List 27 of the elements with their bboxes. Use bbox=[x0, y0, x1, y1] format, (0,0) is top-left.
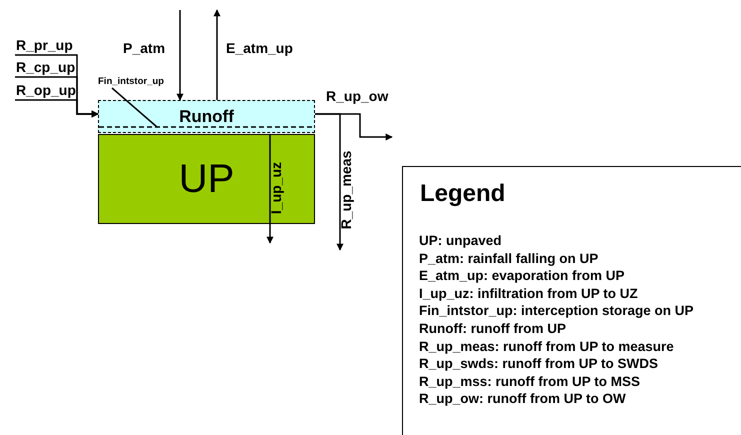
legend-entry: R_up_meas: runoff from UP to measure bbox=[419, 338, 674, 355]
edge-label: P_atm bbox=[123, 40, 166, 56]
inflow-arrow bbox=[176, 10, 184, 101]
legend-entry: E_atm_up: evaporation from UP bbox=[419, 268, 625, 284]
edge-label: I_up_uz bbox=[268, 162, 284, 214]
leader-line bbox=[112, 87, 158, 128]
legend-entry: I_up_uz: infiltration from UP to UZ bbox=[419, 286, 638, 302]
runoff-box: Runoff bbox=[98, 100, 315, 133]
outflow-arrow bbox=[214, 9, 220, 100]
legend-entry: UP: unpaved bbox=[419, 233, 502, 249]
edge-label: R_pr_up bbox=[16, 37, 73, 53]
legend-entry: Runoff: runoff from UP bbox=[419, 321, 566, 337]
edge-label: R_op_up bbox=[16, 82, 76, 98]
arrow bbox=[15, 99, 99, 118]
legend-entry: P_atm: rainfall falling on UP bbox=[419, 250, 598, 267]
edge-label: R_cp_up bbox=[16, 59, 76, 75]
arrow bbox=[266, 134, 274, 244]
legend-entry: R_up_ow: runoff from UP to OW bbox=[419, 391, 626, 408]
storage-label: Fin_intstor_up bbox=[86, 74, 176, 88]
edge-label: E_atm_up bbox=[226, 40, 293, 56]
edge-label: R_up_ow bbox=[326, 88, 388, 104]
arrow bbox=[315, 113, 393, 140]
legend-title: Legend bbox=[420, 180, 506, 208]
legend-entry: R_up_swds: runoff from UP to SWDS bbox=[419, 356, 658, 372]
legend-entry: Fin_intstor_up: interception storage on UP bbox=[419, 303, 694, 320]
edge-label: R_up_meas bbox=[338, 150, 354, 230]
legend-entry: R_up_mss: runoff from UP to MSS bbox=[419, 374, 640, 390]
